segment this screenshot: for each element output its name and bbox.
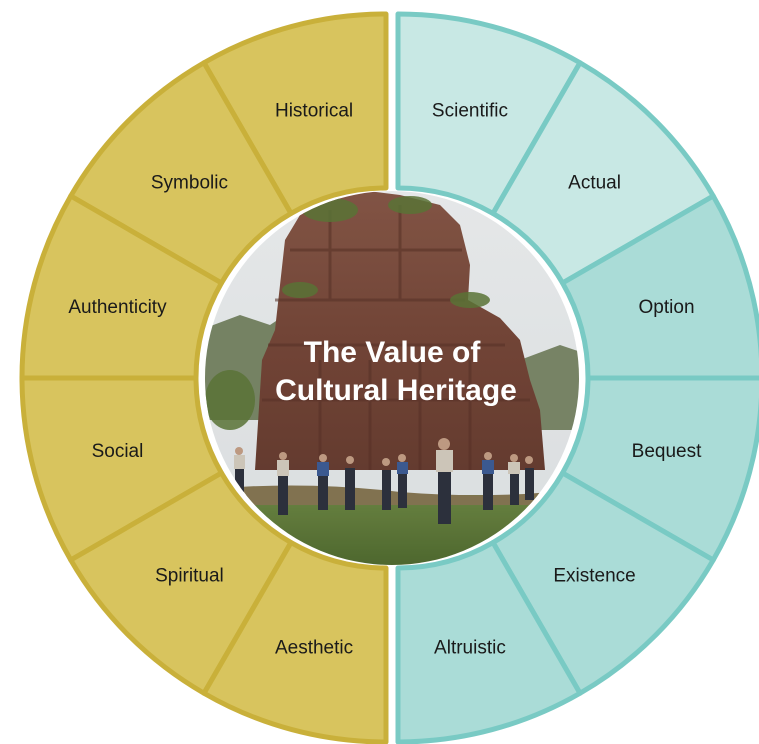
segment-label-actual: Actual — [568, 172, 621, 193]
segment-label-scientific: Scientific — [432, 100, 508, 121]
segment-label-aesthetic: Aesthetic — [275, 638, 353, 659]
segment-label-bequest: Bequest — [632, 441, 702, 462]
segment-label-option: Option — [639, 297, 695, 318]
segment-label-historical: Historical — [275, 100, 353, 121]
segment-shape — [395, 540, 583, 744]
segment-label-altruistic: Altruistic — [434, 638, 506, 659]
right-half-values: ScientificActualOptionBequestExistenceAl… — [395, 11, 759, 744]
segment-label-authenticity: Authenticity — [68, 297, 167, 318]
visitors — [234, 438, 534, 524]
segment-shape — [560, 193, 759, 381]
segment-aesthetic: Aesthetic — [201, 540, 389, 744]
title-line-2: Cultural Heritage — [275, 374, 517, 407]
segment-altruistic: Altruistic — [395, 540, 583, 744]
title-line-1: The Value of — [304, 336, 482, 369]
segment-shape — [201, 540, 389, 744]
center-title: The Value of Cultural Heritage — [275, 336, 517, 407]
segment-option: Option — [560, 193, 759, 381]
segment-label-spiritual: Spiritual — [155, 566, 224, 587]
segment-label-social: Social — [92, 441, 144, 462]
segment-label-symbolic: Symbolic — [151, 172, 228, 193]
left-half-values: HistoricalSymbolicAuthenticitySocialSpir… — [19, 11, 389, 744]
center-photo — [205, 191, 579, 565]
segment-label-existence: Existence — [553, 566, 635, 587]
